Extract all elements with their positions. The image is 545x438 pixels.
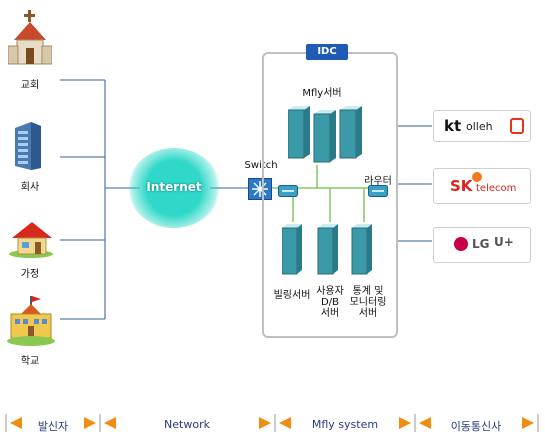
internet-label: Internet [146,180,202,194]
olleh-mark-icon [510,118,524,134]
legend-bar [5,414,539,432]
user-db-server-label: 사용자 D/B 서버 [316,286,344,319]
legend-carrier: 이동통신사 [450,420,502,433]
sk-telecom-logo: SK [450,177,473,195]
carrier-name-kt: olleh [466,120,493,133]
switch-icon [248,178,272,200]
school-icon [7,296,55,346]
church-icon [7,10,53,68]
lg-uplus-logo [454,237,468,251]
carrier-lg: LG U+ [433,227,531,263]
source-label-home: 가정 [20,269,40,280]
house-icon [8,218,54,258]
carrier-name-lg: U+ [494,235,514,249]
stats-monitoring-server-icon [351,224,372,275]
mfly-server-icon [288,106,310,159]
billing-server-label: 빌링서버 [273,290,311,301]
legend-sender: 발신자 [37,420,69,433]
mfly-server-label: Mfly서버 [302,88,342,99]
user-db-server-icon [317,224,338,275]
source-label-school: 학교 [20,356,40,367]
legend-mfly-system: Mfly system [311,418,379,431]
sk-butterfly-icon [472,172,482,182]
legend-network: Network [164,418,210,431]
kt-olleh-logo: kt [444,117,462,135]
mfly-server-icon [339,106,362,159]
source-label-church: 교회 [20,80,40,91]
router-label: 라우터 [364,176,392,187]
carrier-sk: SK telecom [433,168,531,204]
office-building-icon [13,122,43,170]
carrier-kt: kt olleh [433,110,531,142]
internet-cloud [128,148,220,228]
idc-title: IDC [306,44,348,60]
mfly-server-group [288,106,362,163]
carrier-brand-lg: LG [472,237,490,251]
carrier-name-sk: telecom [476,183,517,194]
mfly-server-icon [313,110,336,163]
router-icon [368,182,388,197]
switch-label: Switch [244,160,278,171]
lower-server-group [282,224,372,275]
stats-monitoring-server-label: 통계 및 모니터링 서버 [349,286,387,319]
source-label-office: 회사 [20,182,40,193]
billing-server-icon [282,224,302,275]
switch-port-icon [278,182,298,197]
